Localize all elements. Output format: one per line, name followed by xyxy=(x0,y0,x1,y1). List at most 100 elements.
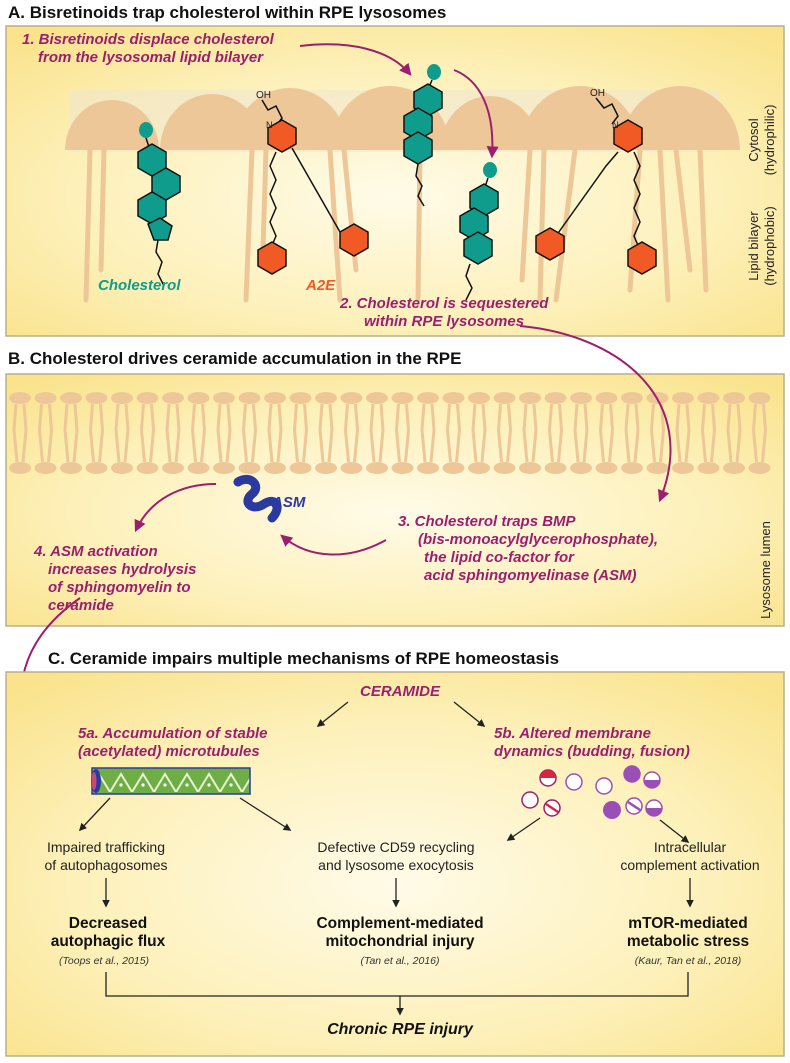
lipid-tail xyxy=(547,403,564,463)
phospholipid-heads xyxy=(65,86,740,150)
lipid-head-bottom xyxy=(442,462,465,474)
step3-line2: (bis-monoacylglycerophosphate), xyxy=(418,531,658,548)
lipid-head-bottom xyxy=(544,462,567,474)
lipid-tail xyxy=(216,403,232,463)
lipid-tail xyxy=(726,403,742,463)
panel-c-box xyxy=(5,671,785,1057)
lipid-head-top xyxy=(366,392,388,404)
lipid-head-bottom xyxy=(519,462,541,474)
svg-text:Cytosol: Cytosol xyxy=(746,118,761,161)
cite2: (Tan et al., 2016) xyxy=(361,955,440,967)
panel-b-box xyxy=(5,373,785,627)
lipid-tail xyxy=(343,403,360,463)
arrow-ceramide-5b xyxy=(453,701,486,727)
lipid-head-bottom xyxy=(264,462,286,474)
lipid-head-bottom xyxy=(85,462,108,474)
s5a-line1: 5a. Accumulation of stable xyxy=(78,725,268,742)
lipid-head-bottom xyxy=(136,462,159,474)
lipid-head-top xyxy=(697,392,720,404)
panel-a: A. Bisretinoids trap cholesterol within … xyxy=(5,3,785,337)
lipid-tail xyxy=(88,403,105,463)
lipid-head-bottom xyxy=(468,462,490,474)
lipid-tail xyxy=(624,403,640,463)
lipid-tail xyxy=(318,403,334,463)
lipid-head-bottom xyxy=(366,462,388,474)
lipid-head-bottom xyxy=(238,462,261,474)
lipid-tail xyxy=(445,403,462,463)
lipid-tail xyxy=(190,403,207,463)
out1-line2: autophagic flux xyxy=(51,933,166,950)
arrow-step1 xyxy=(299,43,412,76)
arrow-mt-mid xyxy=(239,797,292,831)
lipid-head-top xyxy=(417,392,439,404)
out2-line1: Complement-mediated xyxy=(316,915,483,932)
arrow-asm-to-step4 xyxy=(134,483,217,533)
lipid-head-bottom xyxy=(391,462,414,474)
svg-text:N: N xyxy=(266,120,273,130)
svg-text:Lipid bilayer: Lipid bilayer xyxy=(746,211,761,281)
asm-enzyme xyxy=(233,474,282,523)
lipid-tail xyxy=(369,403,385,463)
step4-line3: of sphingomyelin to xyxy=(48,579,191,596)
mid-line1: Defective CD59 recycling xyxy=(317,839,474,855)
lipid-head-bottom xyxy=(493,462,516,474)
lipid-head-bottom xyxy=(213,462,235,474)
lipid-head-bottom xyxy=(315,462,337,474)
mid-line2: and lysosome exocytosis xyxy=(318,857,474,873)
step2-line2: within RPE lysosomes xyxy=(364,313,524,330)
lipid-head-top xyxy=(672,392,694,404)
svg-text:N: N xyxy=(612,120,619,130)
lipid-head-top xyxy=(213,392,235,404)
step1-line2: from the lysosomal lipid bilayer xyxy=(38,49,264,66)
lipid-tail xyxy=(63,403,79,463)
lipid-head-top xyxy=(9,392,31,404)
cholesterol-molecule-sequestered xyxy=(459,162,499,301)
lipid-head-bottom xyxy=(417,462,439,474)
step3-line3: the lipid co-factor for xyxy=(424,549,575,566)
a2e-label: A2E xyxy=(305,277,336,294)
lipid-head-top xyxy=(34,392,57,404)
left-line1: Impaired trafficking xyxy=(47,839,165,855)
lipid-head-top xyxy=(340,392,363,404)
lipid-head-bottom xyxy=(111,462,133,474)
bilayer-membrane xyxy=(9,392,771,474)
lipid-tail xyxy=(522,403,538,463)
lipid-head-top xyxy=(595,392,618,404)
lipid-head-top xyxy=(238,392,261,404)
lipid-head-bottom xyxy=(34,462,57,474)
lipid-head-top xyxy=(111,392,133,404)
lipid-head-bottom xyxy=(340,462,363,474)
step3-line1: 3. Cholesterol traps BMP xyxy=(398,513,577,530)
lipid-head-bottom xyxy=(697,462,720,474)
lipid-head-bottom xyxy=(595,462,618,474)
microtubule xyxy=(91,767,251,795)
asm-label: ASM xyxy=(271,494,306,511)
lipid-head-bottom xyxy=(570,462,592,474)
step4-line4: ceramide xyxy=(48,597,114,614)
svg-text:OH: OH xyxy=(590,88,605,99)
arrow-mt-left xyxy=(78,797,111,832)
lipid-head-top xyxy=(136,392,159,404)
arrow-step3-to-asm xyxy=(280,534,387,556)
right-line1: Intracellular xyxy=(654,839,727,855)
cholesterol-label: Cholesterol xyxy=(98,277,181,294)
lipid-head-bottom xyxy=(9,462,31,474)
lipid-tail xyxy=(573,403,589,463)
lipid-tail xyxy=(12,403,28,463)
a2e-molecule-left: OH N xyxy=(256,90,369,275)
lipid-head-top xyxy=(289,392,312,404)
lipid-head-bottom xyxy=(621,462,643,474)
lipid-head-top xyxy=(187,392,210,404)
lipid-head-bottom xyxy=(672,462,694,474)
s5b-line1: 5b. Altered membrane xyxy=(494,725,651,742)
lipid-head-top xyxy=(315,392,337,404)
svg-text:(hydrophobic): (hydrophobic) xyxy=(762,206,777,286)
lipid-tail xyxy=(267,403,283,463)
lipid-tail xyxy=(114,403,130,463)
svg-text:OH: OH xyxy=(256,90,271,101)
s5b-line2: dynamics (budding, fusion) xyxy=(494,743,690,760)
vesicles xyxy=(521,765,663,819)
panel-b: B. Cholesterol drives ceramide accumulat… xyxy=(5,325,785,627)
step4-line2: increases hydrolysis xyxy=(48,561,196,578)
cholesterol-molecule-displaced xyxy=(403,64,443,207)
